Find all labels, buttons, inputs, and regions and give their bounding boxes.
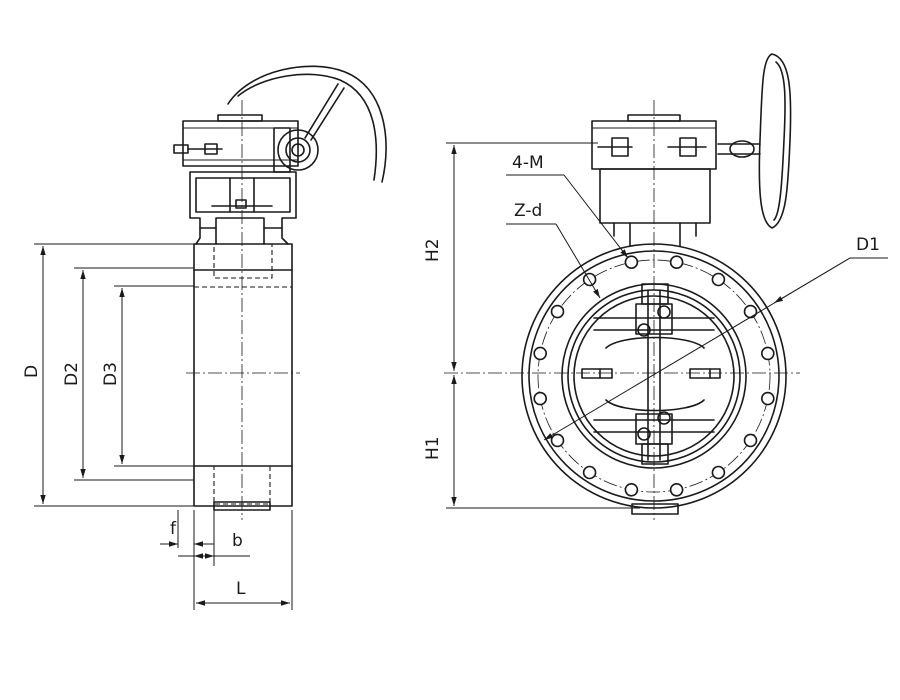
- side-bracket: [189, 171, 297, 229]
- bolt-hole: [624, 255, 639, 270]
- bolt-hole: [624, 482, 639, 497]
- dim-D3-label: D3: [101, 362, 121, 386]
- bolt-hole: [550, 304, 565, 319]
- side-view: D D2 D3 f b L: [22, 65, 387, 610]
- bolt-hole: [582, 272, 597, 287]
- dim-H1-label: H1: [423, 436, 443, 460]
- dim-D2-label: D2: [62, 362, 82, 386]
- label-4-M: 4-M: [512, 153, 544, 173]
- bolt-hole: [582, 465, 597, 480]
- bolt-hole: [743, 304, 758, 319]
- front-view: H2 H1 4-M Z-d D1: [423, 53, 888, 520]
- label-Z-d: Z-d: [514, 201, 542, 221]
- bolt-hole: [533, 391, 548, 406]
- bolt-hole: [533, 346, 548, 361]
- handwheel-arc: [227, 65, 387, 183]
- bolt-holes: [533, 255, 775, 497]
- bolt-hole: [760, 346, 775, 361]
- bolt-hole: [669, 482, 684, 497]
- bolt-hole: [711, 272, 726, 287]
- dim-b-label: b: [232, 531, 243, 551]
- front-flange-outer: [521, 243, 787, 509]
- side-hub: [277, 129, 319, 171]
- bolt-hole: [669, 255, 684, 270]
- bolt-hole: [711, 465, 726, 480]
- front-handwheel: [758, 53, 792, 229]
- dim-D-label: D: [22, 365, 42, 378]
- dim-H2-label: H2: [423, 238, 443, 262]
- bolt-hole: [743, 433, 758, 448]
- bolt-hole: [760, 391, 775, 406]
- bolt-hole: [550, 433, 565, 448]
- label-D1: D1: [856, 235, 880, 255]
- front-neck: [599, 168, 711, 224]
- dim-f-label: f: [170, 519, 177, 539]
- disc: [581, 283, 721, 465]
- dim-L-label: L: [236, 579, 246, 599]
